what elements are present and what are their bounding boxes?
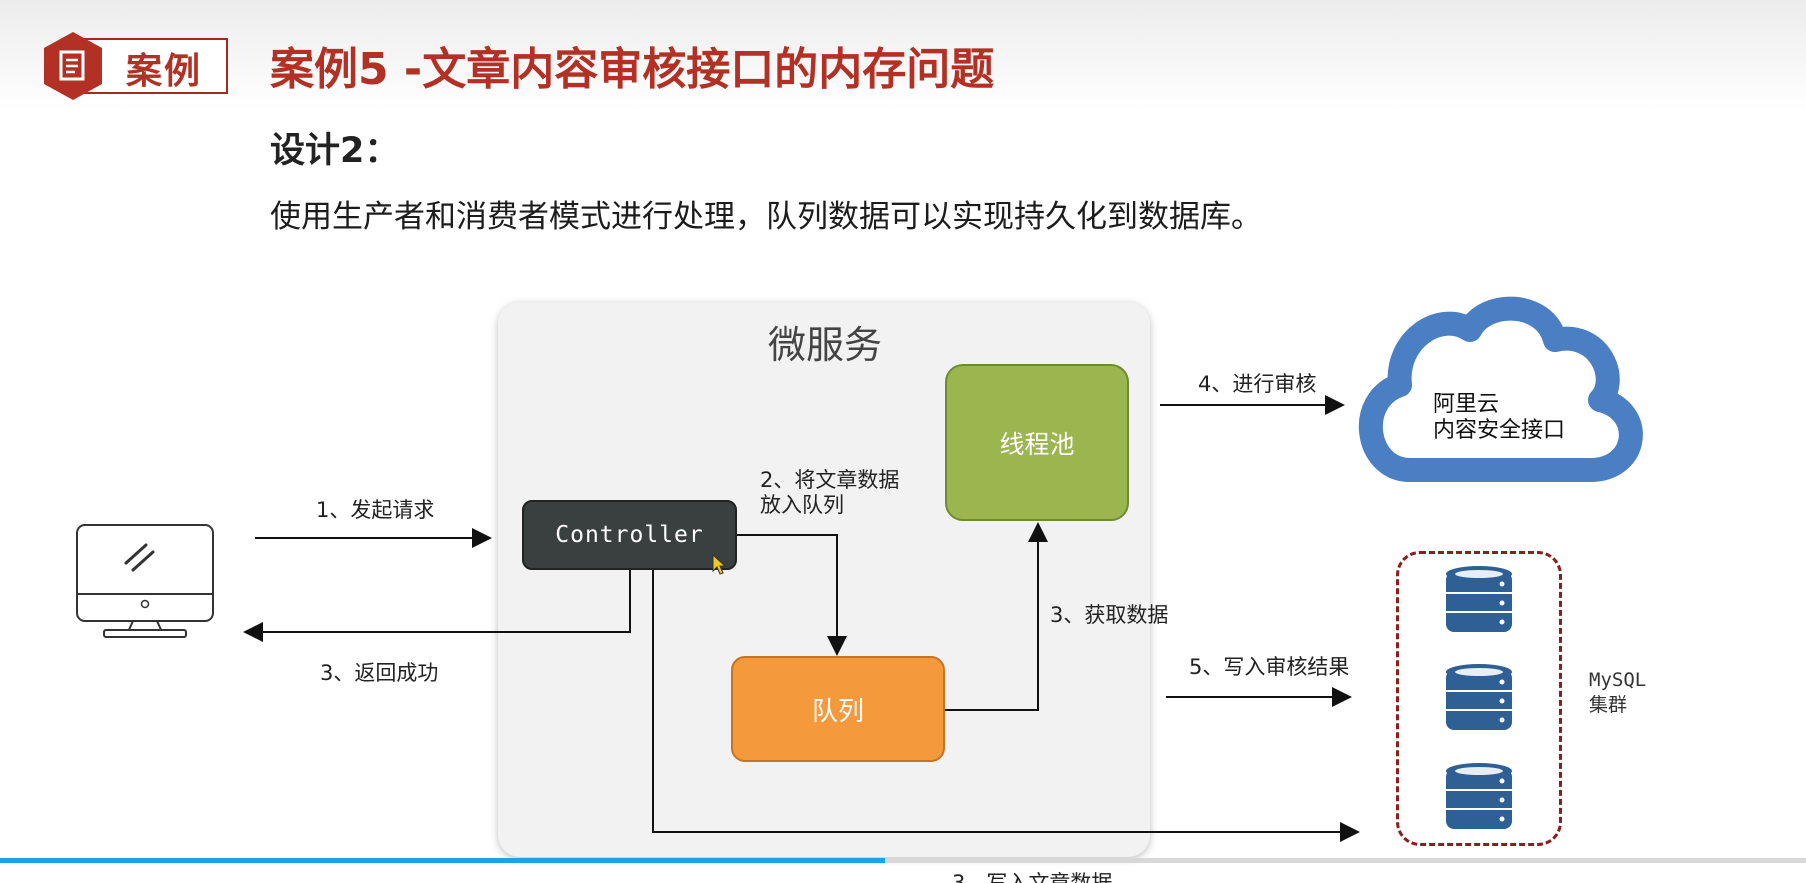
badge-frame [82,38,228,94]
thread-pool-node: 线程池 [945,364,1129,521]
database-icon [1446,566,1512,829]
badge-label: 案例 [126,51,203,92]
label-fetch-data: 3、获取数据 [1050,603,1169,627]
label-audit: 4、进行审核 [1198,372,1317,396]
return-arrow [243,570,631,642]
case-badge: 案例 [40,30,230,102]
enqueue-arrow [737,534,847,656]
write-article-arrow [652,570,1360,842]
label-enqueue-line1: 2、将文章数据 [760,468,900,492]
microservice-title: 微服务 [767,323,882,367]
section-title: 设计2： [270,131,400,171]
cloud-label-line2: 内容安全接口 [1433,418,1566,443]
fetch-arrow [945,522,1048,711]
queue-node: 队列 [731,656,945,762]
page-title: 案例5 -文章内容审核接口的内存问题 [270,44,995,95]
mysql-label-line2: 集群 [1589,694,1628,716]
video-progress-fill [0,858,885,863]
label-enqueue-line2: 放入队列 [760,493,844,517]
mysql-label-line1: MySQL [1589,669,1647,691]
computer-monitor-icon [76,524,214,638]
label-write-result: 5、写入审核结果 [1189,655,1350,679]
label-write-article: 3、写入文章数据 [952,871,1113,883]
section-description: 使用生产者和消费者模式进行处理，队列数据可以实现持久化到数据库。 [270,199,1262,235]
document-icon [44,32,102,100]
label-request: 1、发起请求 [316,498,435,522]
controller-node: Controller [522,500,737,570]
label-return-success: 3、返回成功 [320,661,439,685]
cloud-label: 阿里云 内容安全接口 [1433,392,1565,444]
cloud-icon [1358,296,1643,482]
mysql-cluster-frame [1396,551,1562,846]
video-progress-bar[interactable] [0,858,1806,863]
mouse-cursor-icon [712,554,727,575]
cloud-label-line1: 阿里云 [1433,392,1500,417]
mysql-label: MySQL 集群 [1589,668,1646,718]
